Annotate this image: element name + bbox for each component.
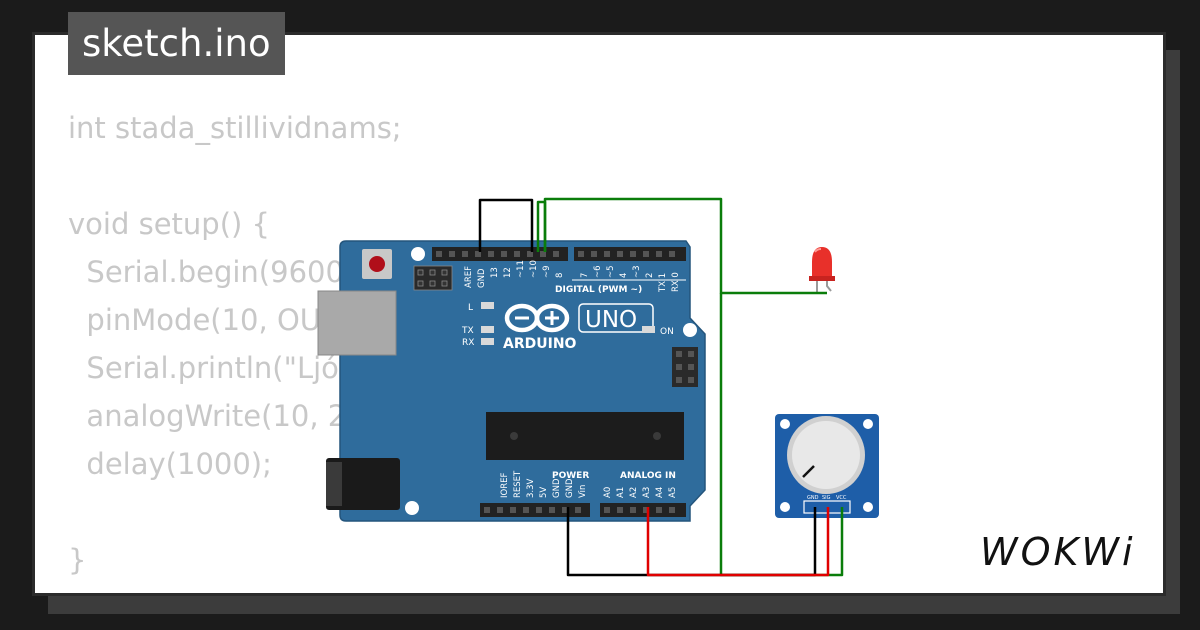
- mounting-hole: [411, 247, 425, 261]
- power-label: POWER: [552, 471, 589, 481]
- led-highlight: [814, 248, 822, 253]
- pin-label: IOREF: [500, 473, 510, 498]
- pin-label: 8: [555, 273, 565, 278]
- pot-pin-label: GND: [807, 495, 819, 501]
- arduino-uno-board[interactable]: AREF GND 13 12 ~11 ~10 ~9 8 7 ~6 ~5 4 ~3…: [317, 240, 706, 522]
- code-line: int stada_stillividnams;: [68, 111, 402, 145]
- bottom-header-pins: [484, 507, 675, 513]
- chip-dot: [510, 432, 518, 440]
- pin-label: ~3: [632, 265, 642, 278]
- pin-label: RESET: [513, 470, 523, 498]
- pin-label: A2: [629, 487, 639, 498]
- code-line: delay(1000);: [68, 447, 272, 481]
- pin-label: GND: [552, 478, 562, 498]
- code-line: void setup() {: [68, 207, 270, 241]
- power-jack: [326, 458, 400, 510]
- mounting-hole: [405, 501, 419, 515]
- power-header: [480, 503, 590, 517]
- code-line: }: [68, 543, 87, 577]
- pin-label: ~6: [593, 265, 603, 278]
- pot-knob-indicator: [802, 465, 815, 478]
- digital-pin-labels: AREF GND 13 12 ~11 ~10 ~9 8 7 ~6 ~5 4 ~3…: [464, 260, 681, 293]
- wire-signal-a3[interactable]: [646, 507, 830, 577]
- reset-button-cap: [369, 256, 385, 272]
- pin-label: 5V: [539, 487, 549, 498]
- pot-pin-label: SIG: [822, 495, 831, 501]
- digital-header-left: [432, 247, 568, 261]
- led-leg-anode: [826, 281, 832, 292]
- pot-knob[interactable]: [792, 421, 860, 489]
- pin-label: 13: [490, 267, 500, 278]
- pot-mounting-hole: [780, 502, 790, 512]
- usb-connector: [317, 290, 397, 356]
- code-line: Serial.println("Ljó: [68, 351, 339, 385]
- file-tab[interactable]: sketch.ino: [68, 12, 285, 75]
- pin-label: 12: [503, 267, 513, 278]
- pin-label: 3.3V: [526, 478, 536, 498]
- code-line: pinMode(10, OU: [68, 303, 321, 337]
- digital-header-pins: [436, 251, 675, 257]
- chip-dot: [653, 432, 661, 440]
- wokwi-logo-text: WOKWi: [980, 530, 1136, 574]
- arduino-logo-symbols: [515, 311, 559, 325]
- led-rx: [481, 338, 494, 345]
- brand-text: ARDUINO: [503, 336, 577, 352]
- wires: [478, 197, 844, 577]
- pin-label: A3: [642, 487, 652, 498]
- pin-label: A5: [668, 487, 678, 498]
- pot-pin-label: VCC: [836, 495, 847, 501]
- icsp-header: [413, 265, 453, 291]
- pin-label: AREF: [464, 266, 474, 288]
- pin-label: 2: [645, 273, 655, 278]
- led-rim: [809, 276, 835, 281]
- atmega-chip: [486, 412, 684, 460]
- power-jack-inner: [326, 462, 342, 506]
- wire-pin-to-led[interactable]: [543, 197, 827, 295]
- led-tx: [481, 326, 494, 333]
- pin-label: A0: [603, 487, 613, 498]
- pot-mounting-hole: [863, 419, 873, 429]
- pin-label: 4: [619, 273, 629, 278]
- pin-label: Vin: [578, 485, 588, 498]
- pin-label: ~11: [516, 260, 526, 278]
- led-on-label: ON: [660, 327, 674, 337]
- analog-label: ANALOG IN: [620, 471, 676, 481]
- pin-label: GND: [565, 478, 575, 498]
- pin-label: GND: [477, 268, 487, 288]
- pin-label: ~10: [529, 260, 539, 278]
- pot-mounting-hole: [863, 502, 873, 512]
- pin-label: ~9: [542, 265, 552, 278]
- red-led[interactable]: [809, 247, 835, 293]
- model-badge: [578, 303, 654, 333]
- pin-label: ~5: [606, 265, 616, 278]
- pin-label: A4: [655, 487, 665, 498]
- led-on: [642, 326, 655, 333]
- code-editor: int stada_stillividnams; void setup() { …: [68, 104, 402, 584]
- mounting-hole: [683, 323, 697, 337]
- led-l: [481, 302, 494, 309]
- code-line: Serial.begin(9600: [68, 255, 344, 289]
- pin-label: A1: [616, 487, 626, 498]
- pot-mounting-hole: [780, 419, 790, 429]
- analog-pin-labels: A0 A1 A2 A3 A4 A5: [603, 487, 678, 498]
- power-pin-labels: IOREF RESET 3.3V 5V GND GND Vin: [500, 470, 588, 498]
- pin-label: TX 1: [658, 273, 668, 293]
- digital-label: DIGITAL (PWM ~): [555, 285, 642, 295]
- led-dome: [812, 247, 832, 278]
- model-text: UNO: [585, 307, 637, 333]
- wokwi-logo: WOKWi: [980, 530, 1136, 574]
- pin-label: 7: [580, 273, 590, 278]
- potentiometer-module[interactable]: GND SIG VCC: [775, 414, 879, 518]
- arduino-logo-icon: [504, 303, 570, 333]
- pin-label: RX 0: [671, 272, 681, 292]
- wire-gnd-led[interactable]: [478, 198, 534, 252]
- icsp2-header: [672, 347, 698, 387]
- led-rx-label: RX: [462, 338, 474, 348]
- pot-pin-labels: GND SIG VCC: [807, 495, 847, 501]
- led-l-label: L: [468, 303, 473, 313]
- code-line: analogWrite(10, 2: [68, 399, 347, 433]
- led-tx-label: TX: [461, 326, 474, 336]
